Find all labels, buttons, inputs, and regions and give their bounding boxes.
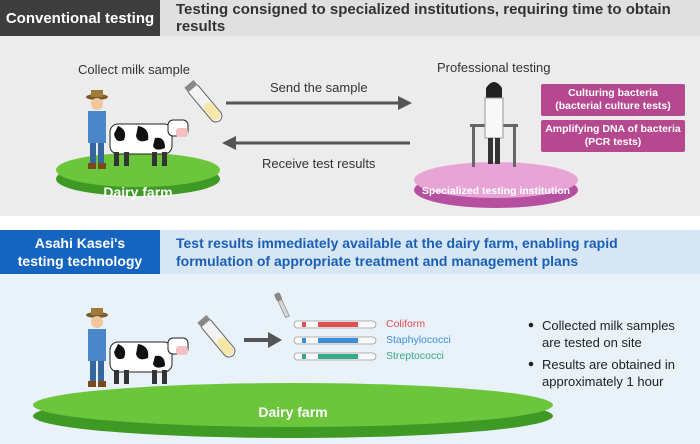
cow-icon-bottom	[109, 337, 189, 384]
method-culture: Culturing bacteria (bacterial culture te…	[541, 84, 685, 116]
conventional-tag: Conventional testing	[0, 0, 160, 36]
strip-label-staphylococci: Staphylococci	[386, 334, 451, 346]
farm-label-bottom: Dairy farm	[258, 404, 328, 420]
institution-label: Specialized testing institution	[421, 185, 571, 197]
receive-label: Receive test results	[262, 156, 376, 171]
farm-platform-top	[56, 153, 220, 196]
strip-streptococci	[293, 352, 377, 361]
farmer-icon-bottom	[86, 308, 108, 387]
bullet-1: Collected milk samples are tested on sit…	[542, 318, 675, 350]
cow-icon	[109, 119, 189, 166]
strip-label-coliform: Coliform	[386, 318, 426, 330]
strip-staphylococci	[293, 336, 377, 345]
method-pcr: Amplifying DNA of bacteria (PCR tests)	[541, 120, 685, 152]
sample-tube-icon	[184, 79, 223, 123]
strip-coliform	[293, 320, 377, 329]
scientist-icon	[470, 82, 518, 167]
collect-label: Collect milk sample	[78, 62, 190, 77]
asahi-header: Test results immediately available at th…	[160, 230, 700, 274]
conventional-header: Testing consigned to specialized institu…	[160, 0, 700, 36]
dropper-icon	[274, 292, 290, 319]
send-arrow	[226, 96, 412, 110]
farm-label-top: Dairy farm	[103, 184, 173, 200]
farm-platform-bottom	[33, 383, 553, 438]
farmer-icon	[86, 90, 108, 169]
strip-label-streptococci: Streptococci	[386, 350, 444, 362]
bullet-dot-1	[528, 322, 534, 328]
sample-tube-icon-bottom	[197, 314, 236, 358]
professional-label: Professional testing	[437, 60, 551, 75]
test-arrow	[244, 332, 282, 348]
test-strips	[293, 320, 377, 361]
institution-platform	[414, 162, 578, 208]
send-label: Send the sample	[270, 80, 368, 95]
bullet-dot-2	[528, 361, 534, 367]
asahi-tag: Asahi Kasei's testing technology	[0, 230, 160, 274]
bullet-2: Results are obtained in approximately 1 …	[542, 357, 675, 389]
receive-arrow	[222, 136, 410, 150]
